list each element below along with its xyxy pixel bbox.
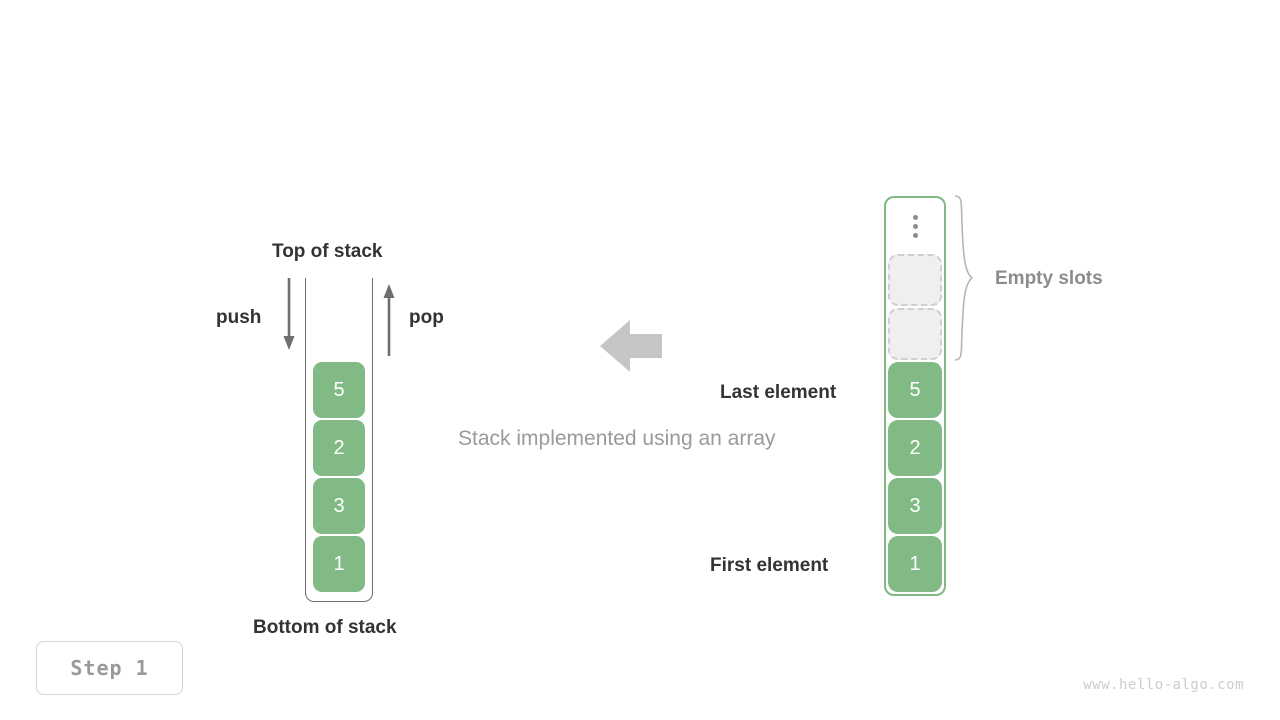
- stack-cell: 5: [313, 362, 365, 418]
- array-empty-cell: [888, 308, 942, 360]
- step-badge: Step 1: [36, 641, 183, 695]
- stack-cell: 2: [313, 420, 365, 476]
- step-badge-label: Step 1: [70, 656, 149, 680]
- pop-label: pop: [409, 307, 444, 328]
- stack-cell: 3: [313, 478, 365, 534]
- watermark: www.hello-algo.com: [1083, 677, 1244, 693]
- bottom-of-stack-label: Bottom of stack: [253, 617, 397, 638]
- push-arrow-icon: [283, 278, 295, 350]
- top-of-stack-label: Top of stack: [272, 241, 383, 262]
- stack-cell: 1: [313, 536, 365, 592]
- pop-arrow-icon: [383, 284, 395, 356]
- empty-slots-brace-icon: [954, 195, 974, 361]
- array-container: [884, 196, 946, 596]
- array-empty-cell: [888, 254, 942, 306]
- last-element-label: Last element: [720, 382, 837, 403]
- array-cell: 3: [888, 478, 942, 534]
- stack-container: [305, 278, 373, 602]
- ellipsis-icon: [888, 200, 942, 252]
- stack-cell-list: 5 2 3 1: [313, 362, 365, 592]
- first-element-label: First element: [710, 555, 829, 576]
- push-label: push: [216, 307, 262, 328]
- array-cell-list: 5 2 3 1: [888, 200, 942, 592]
- array-cell: 1: [888, 536, 942, 592]
- transform-arrow-icon: [600, 320, 662, 372]
- empty-slots-label: Empty slots: [995, 268, 1103, 289]
- array-cell: 2: [888, 420, 942, 476]
- diagram-caption: Stack implemented using an array: [458, 427, 776, 450]
- array-cell: 5: [888, 362, 942, 418]
